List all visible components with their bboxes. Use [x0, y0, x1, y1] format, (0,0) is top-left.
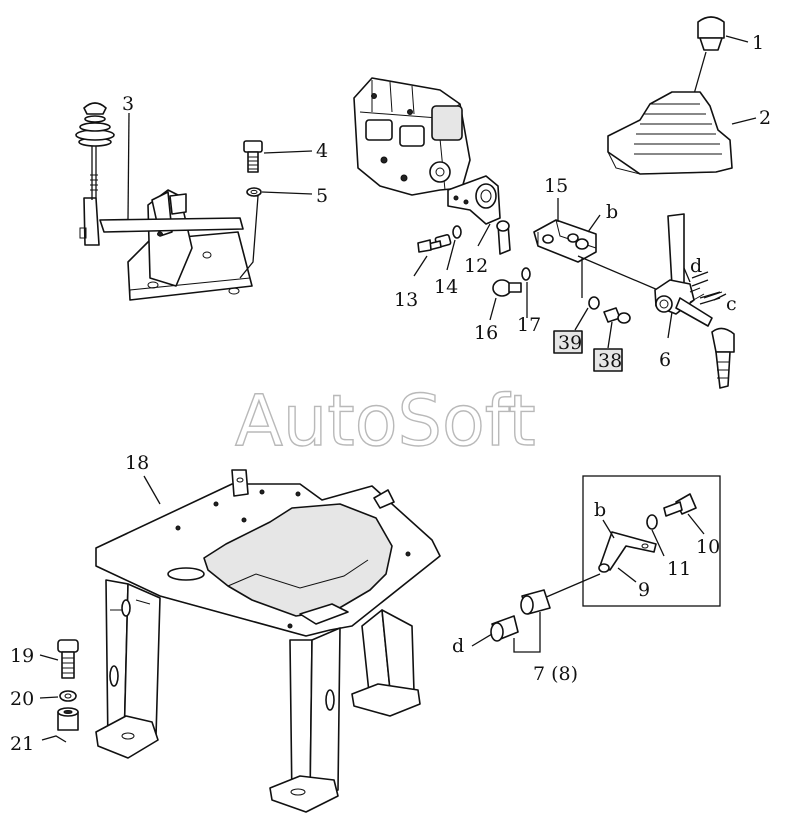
knob-1	[697, 16, 749, 51]
callout-5: 5	[316, 185, 328, 207]
callout-3: 3	[122, 93, 134, 115]
lever-bracket-assembly	[75, 102, 259, 301]
callout-9: 9	[638, 579, 650, 601]
callout-7-8: 7 (8)	[533, 663, 578, 685]
callout-21: 21	[10, 733, 34, 755]
boxed-ref-38: 38	[593, 348, 623, 372]
washer-39	[574, 296, 600, 331]
washer-20	[39, 690, 77, 702]
letter-d-bottom: d	[452, 635, 464, 657]
washer-5	[246, 187, 313, 197]
detail-box	[543, 475, 721, 607]
lever-6	[654, 213, 735, 389]
callout-13: 13	[394, 289, 418, 311]
callout-18: 18	[125, 452, 149, 474]
callout-12: 12	[464, 255, 488, 277]
detail-frame	[582, 475, 721, 607]
boot-2	[607, 51, 757, 175]
callout-15: 15	[544, 175, 568, 197]
washer-11	[646, 514, 665, 557]
boxed-ref-39: 39	[553, 330, 583, 354]
bolt-19	[39, 639, 79, 679]
washer-17	[521, 267, 531, 318]
letter-c-top: c	[726, 293, 737, 315]
svg-text:38: 38	[598, 350, 622, 372]
bracket-15	[533, 198, 659, 298]
callout-2: 2	[759, 107, 771, 129]
svg-text:39: 39	[558, 332, 582, 354]
arrow-d	[691, 271, 709, 287]
callout-19: 19	[10, 645, 34, 667]
spacer-21	[41, 707, 79, 743]
frame-18	[95, 469, 441, 813]
letter-b-detail: b	[594, 499, 606, 521]
bolt-4	[243, 140, 313, 173]
watermark: AutoSoft	[235, 380, 536, 462]
bracket-12	[447, 175, 511, 255]
letter-b-top: b	[606, 201, 618, 223]
bolt-10	[663, 493, 705, 535]
callout-4: 4	[316, 140, 328, 162]
bolt-13	[413, 234, 452, 277]
callout-20: 20	[10, 688, 34, 710]
callout-1: 1	[752, 32, 764, 54]
bolt-38	[603, 307, 631, 349]
callout-16: 16	[474, 322, 498, 344]
valve-block	[353, 77, 471, 196]
callout-17: 17	[517, 314, 541, 336]
washer-14	[446, 225, 462, 271]
callout-11: 11	[667, 558, 691, 580]
leader-3	[127, 112, 130, 221]
bushings-7-8	[471, 589, 551, 653]
arrow-c	[699, 291, 721, 305]
leader-18	[143, 475, 161, 505]
callout-14: 14	[434, 276, 458, 298]
pin-16	[489, 279, 522, 321]
callout-6: 6	[659, 349, 671, 371]
letter-d-top: d	[690, 255, 702, 277]
callout-10: 10	[696, 536, 720, 558]
pin-9	[598, 531, 657, 583]
